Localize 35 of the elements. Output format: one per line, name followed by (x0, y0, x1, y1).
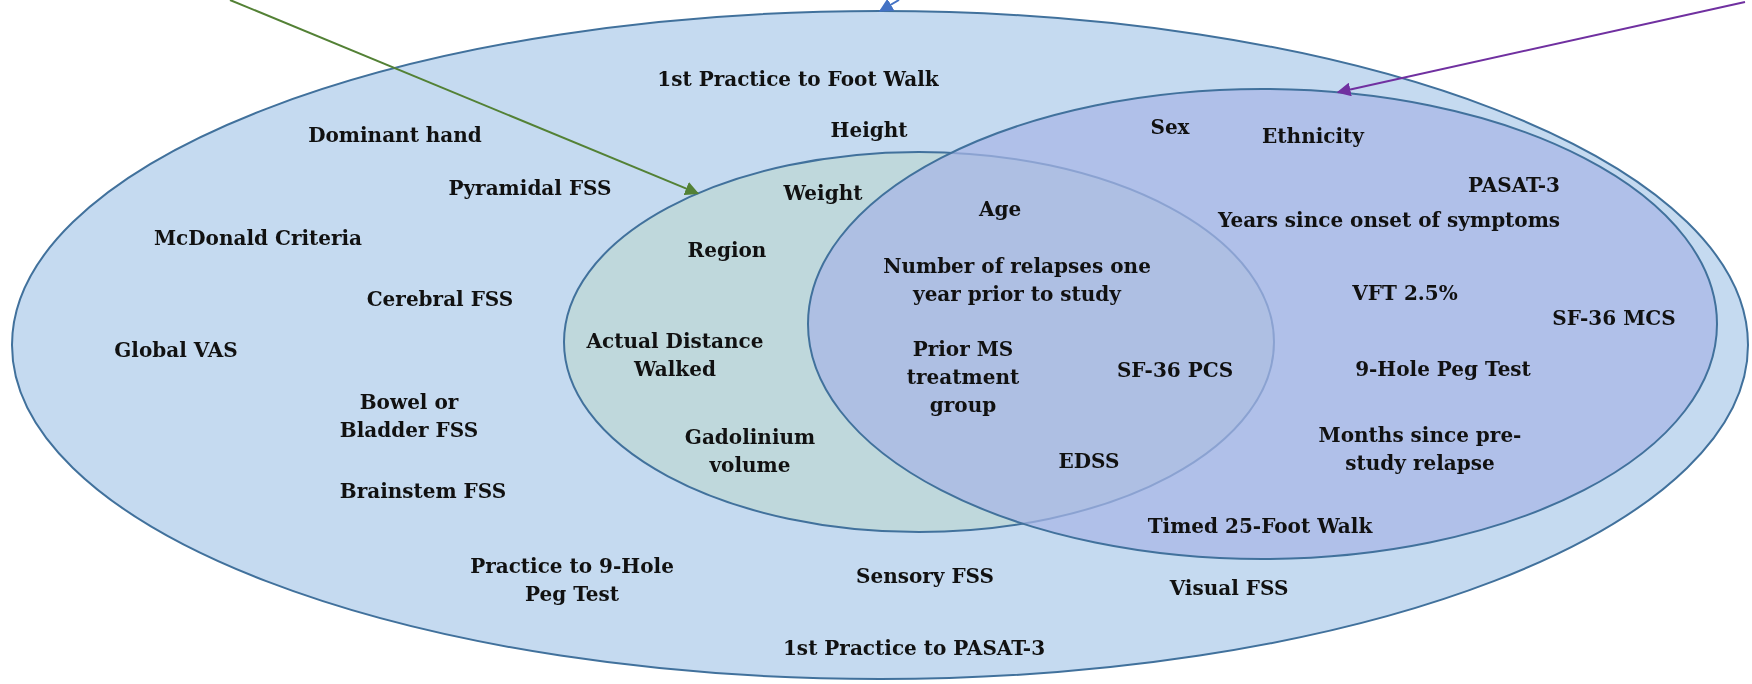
variable-label: Cerebral FSS (366, 286, 514, 313)
variable-label: Ethnicity (1262, 123, 1364, 150)
variable-label: SF-36 MCS (1552, 305, 1676, 332)
variable-label: Practice to 9-Hole Peg Test (469, 553, 675, 608)
variable-label: 1st Practice to Foot Walk (657, 66, 939, 93)
arrow (878, 0, 900, 12)
variable-label: Pyramidal FSS (448, 175, 612, 202)
variable-label: Weight (783, 180, 863, 207)
variable-label: EDSS (1058, 448, 1120, 475)
variable-label: Sex (1150, 114, 1190, 141)
variable-label: Sensory FSS (855, 563, 995, 590)
variable-label: Prior MS treatment group (905, 336, 1021, 419)
variable-label: 9-Hole Peg Test (1355, 356, 1531, 383)
variable-label: Visual FSS (1169, 575, 1289, 602)
variable-label: Bowel or Bladder FSS (338, 389, 480, 444)
variable-label: Region (687, 237, 767, 264)
variable-label: McDonald Criteria (153, 225, 363, 252)
variable-label: 1st Practice to PASAT-3 (782, 635, 1046, 662)
arrow (229, 0, 700, 195)
variable-label: Brainstem FSS (339, 478, 507, 505)
variable-label: Actual Distance Walked (585, 328, 765, 383)
variable-label: Years since onset of symptoms (1217, 207, 1561, 234)
variable-label: Height (830, 117, 908, 144)
variable-label: Gadolinium volume (683, 424, 817, 479)
outer-ellipse (12, 11, 1748, 679)
variable-label: Number of relapses one year prior to study (882, 253, 1152, 308)
variable-label: Dominant hand (308, 122, 482, 149)
variable-label: Global VAS (114, 337, 238, 364)
variable-label: SF-36 PCS (1116, 357, 1234, 384)
arrow (1336, 1, 1746, 97)
variable-label: PASAT-3 (1468, 172, 1560, 199)
variable-label: Months since pre-study relapse (1317, 422, 1523, 477)
variable-label: Age (978, 196, 1022, 223)
variable-label: VFT 2.5% (1352, 280, 1458, 307)
variable-label: Timed 25-Foot Walk (1147, 513, 1373, 540)
